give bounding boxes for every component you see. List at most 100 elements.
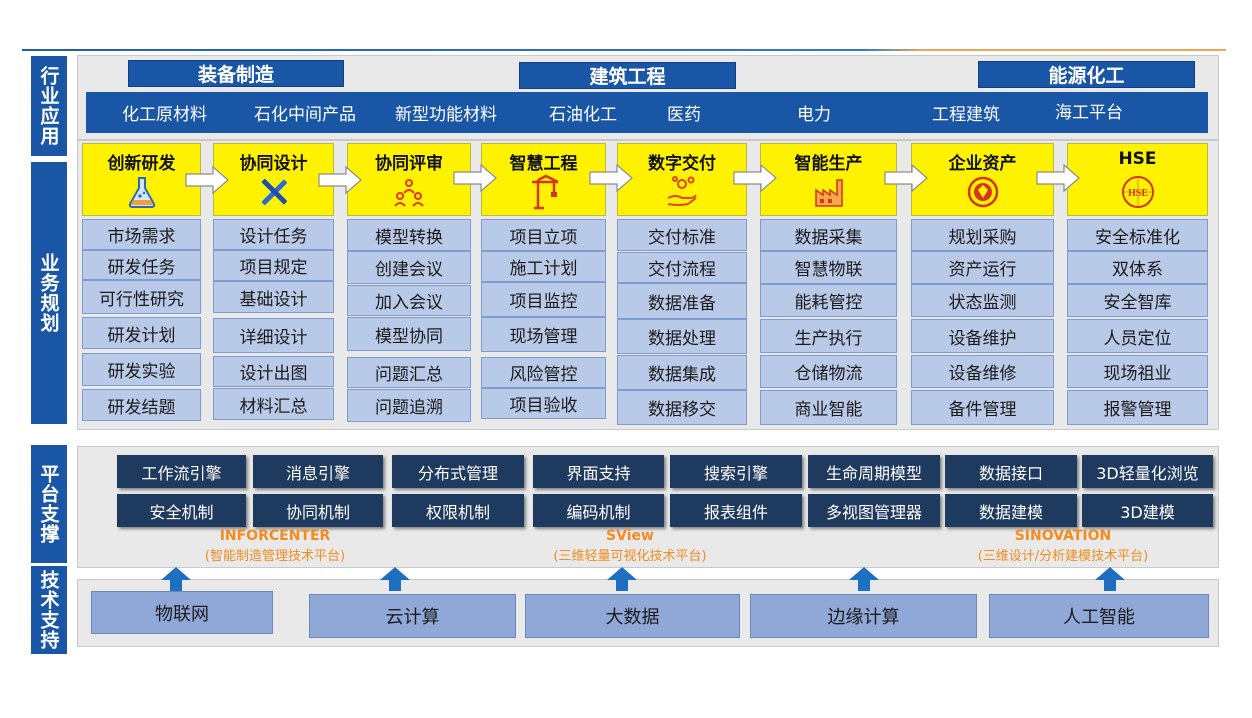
factory-icon: [814, 179, 843, 207]
industry-item: 石油化工: [549, 105, 617, 125]
business-cell: 数据集成: [617, 355, 747, 390]
business-cell: 模型转换: [347, 219, 471, 251]
flow-arrow-icon: [884, 163, 928, 193]
business-cell: 设计任务: [213, 219, 334, 250]
platform-module: 生命周期模型: [808, 455, 940, 488]
industry-item: 医药: [667, 105, 701, 125]
product-name: SINOVATION: [1014, 528, 1112, 544]
flow-arrow-icon: [589, 163, 633, 193]
business-cell: 生产执行: [760, 319, 897, 353]
flow-arrow-icon: [185, 165, 229, 195]
business-cell: 加入会议: [347, 285, 471, 316]
column-header-assets: 企业资产: [911, 143, 1054, 216]
tech-item: 人工智能: [989, 594, 1209, 638]
platform-module: 多视图管理器: [808, 494, 940, 527]
business-cell: 研发实验: [82, 353, 201, 386]
business-cell: 项目监控: [481, 282, 606, 317]
flow-arrow-icon: [453, 163, 497, 193]
business-cell: 仓储物流: [760, 355, 897, 388]
industry-item: 海工平台: [1055, 103, 1123, 123]
business-cell: 商业智能: [760, 390, 897, 425]
section-label-platform: 平台支撑: [31, 445, 67, 563]
column-title: 协同设计: [239, 154, 308, 174]
column-title: HSE: [1118, 149, 1157, 169]
platform-module: 协同机制: [253, 494, 383, 527]
flow-arrow-icon: [318, 165, 362, 195]
platform-module: 3D建模: [1082, 494, 1213, 527]
business-cell: 智慧物联: [760, 251, 897, 284]
industry-item: 新型功能材料: [395, 105, 497, 125]
industry-item: 电力: [797, 105, 831, 125]
platform-module: 搜索引擎: [670, 455, 802, 488]
platform-module: 编码机制: [533, 494, 664, 527]
column-header-rnd: 创新研发: [82, 143, 201, 216]
business-cell: 创建会议: [347, 251, 471, 284]
people-icon: [394, 179, 424, 207]
up-arrow-icon: [1095, 567, 1125, 591]
business-cell: 可行性研究: [82, 280, 201, 314]
business-cell: 详细设计: [213, 318, 334, 353]
business-cell: 设计出图: [213, 356, 334, 387]
flow-arrow-icon: [733, 163, 777, 193]
industry-header-energy: 能源化工: [978, 61, 1195, 88]
up-arrow-icon: [849, 567, 879, 591]
business-cell: 资产运行: [911, 251, 1054, 284]
business-cell: 数据处理: [617, 319, 747, 354]
business-cell: 研发计划: [82, 317, 201, 349]
business-cell: 现场管理: [481, 317, 606, 352]
business-cell: 交付标准: [617, 219, 747, 251]
business-cell: 市场需求: [82, 219, 201, 250]
column-title: 创新研发: [107, 154, 176, 174]
column-title: 数字交付: [648, 154, 716, 174]
platform-module: 报表组件: [670, 494, 802, 527]
hse-badge-icon: HSE: [1121, 176, 1154, 208]
flow-arrow-icon: [1036, 163, 1080, 193]
business-cell: 风险管控: [481, 357, 606, 388]
industry-header-construction: 建筑工程: [519, 62, 736, 89]
business-cell: 问题追溯: [347, 389, 471, 422]
business-cell: 研发任务: [82, 250, 201, 280]
up-arrow-icon: [607, 567, 637, 591]
column-title: 协同评审: [375, 154, 443, 174]
tools-icon: [261, 178, 287, 206]
business-cell: 能耗管控: [760, 284, 897, 317]
business-cell: 模型协同: [347, 317, 471, 351]
column-header-hse: HSE HSE: [1067, 143, 1208, 216]
industry-item: 工程建筑: [932, 105, 1000, 125]
business-cell: 双体系: [1067, 251, 1208, 284]
business-cell: 项目立项: [481, 219, 606, 251]
business-cell: 数据采集: [760, 219, 897, 251]
section-label-technology: 技术支持: [31, 566, 67, 654]
top-divider-line: [22, 49, 1226, 51]
platform-module: 3D轻量化浏览: [1082, 455, 1213, 488]
column-title: 智慧工程: [509, 154, 578, 174]
business-cell: 施工计划: [481, 251, 606, 282]
business-cell: 备件管理: [911, 390, 1054, 425]
hand-icon: [667, 176, 697, 206]
industry-item: 化工原材料: [122, 105, 207, 125]
product-desc: (智能制造管理技术平台): [204, 549, 346, 564]
hse-badge-text: HSE: [1127, 188, 1147, 199]
column-title: 智能生产: [794, 154, 863, 174]
crane-icon: [531, 174, 559, 210]
column-header-design: 协同设计: [213, 143, 334, 216]
platform-module: 消息引擎: [253, 455, 383, 488]
column-header-engineering: 智慧工程: [481, 143, 606, 216]
business-cell: 设备维护: [911, 319, 1054, 353]
column-title: 企业资产: [948, 154, 1017, 174]
section-label-industry: 行业应用: [31, 56, 67, 156]
industry-header-equipment: 装备制造: [128, 60, 344, 87]
section-label-business: 业务规划: [31, 162, 67, 424]
business-cell: 项目规定: [213, 250, 334, 281]
tech-item: 大数据: [525, 594, 740, 638]
product-desc: (三维轻量可视化技术平台): [553, 549, 707, 564]
product-name: INFORCENTER: [219, 528, 331, 544]
business-cell: 规划采购: [911, 219, 1054, 251]
business-cell: 项目验收: [481, 388, 606, 419]
platform-module: 工作流引擎: [117, 455, 246, 488]
column-header-review: 协同评审: [347, 143, 471, 216]
industry-items-bar: [86, 92, 1208, 133]
business-cell: 状态监测: [911, 284, 1054, 317]
business-cell: 数据准备: [617, 283, 747, 319]
business-cell: 基础设计: [213, 281, 334, 313]
